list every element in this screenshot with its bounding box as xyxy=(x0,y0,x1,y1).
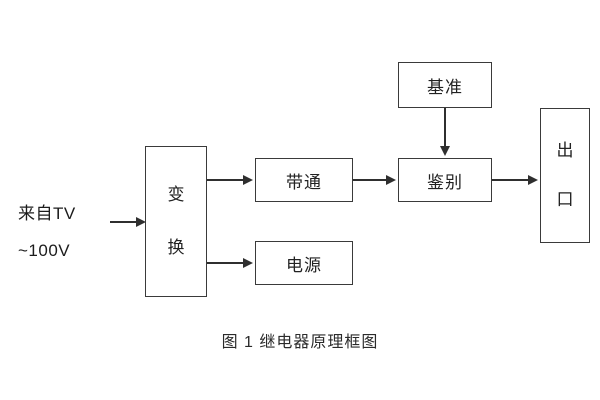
block-discriminate[interactable]: 鉴别 xyxy=(398,158,492,202)
block-power[interactable]: 电源 xyxy=(255,241,353,285)
block-output-char2: 口 xyxy=(556,189,574,209)
figure-caption: 图 1 继电器原理框图 xyxy=(221,334,379,351)
block-power-label: 电源 xyxy=(286,255,322,275)
block-convert[interactable]: 变 换 xyxy=(145,146,207,297)
arrowhead-convert-to-bandpass xyxy=(243,175,253,185)
block-bandpass-label: 带通 xyxy=(286,172,322,192)
arrowhead-source-to-convert xyxy=(136,217,146,227)
wire-reference-to-discriminate xyxy=(444,108,446,148)
block-output[interactable]: 出 口 xyxy=(540,108,590,243)
arrowhead-discriminate-to-output xyxy=(528,175,538,185)
block-output-char1: 出 xyxy=(556,140,574,160)
block-reference[interactable]: 基准 xyxy=(398,62,492,108)
arrowhead-convert-to-power xyxy=(243,258,253,268)
wire-convert-to-power xyxy=(207,262,245,264)
block-reference-label: 基准 xyxy=(427,77,463,97)
block-discriminate-label: 鉴别 xyxy=(427,172,463,192)
arrowhead-reference-to-discriminate xyxy=(440,146,450,156)
block-convert-char1: 变 xyxy=(167,184,185,204)
wire-bandpass-to-discriminate xyxy=(353,179,388,181)
arrowhead-bandpass-to-discriminate xyxy=(386,175,396,185)
wire-convert-to-bandpass xyxy=(207,179,245,181)
block-bandpass[interactable]: 带通 xyxy=(255,158,353,202)
wire-discriminate-to-output xyxy=(492,179,530,181)
source-label-line2: ~100V xyxy=(18,241,71,260)
wire-source-to-convert xyxy=(110,221,140,223)
source-label-line1: 来自TV xyxy=(18,204,76,223)
block-convert-char2: 换 xyxy=(167,237,185,257)
